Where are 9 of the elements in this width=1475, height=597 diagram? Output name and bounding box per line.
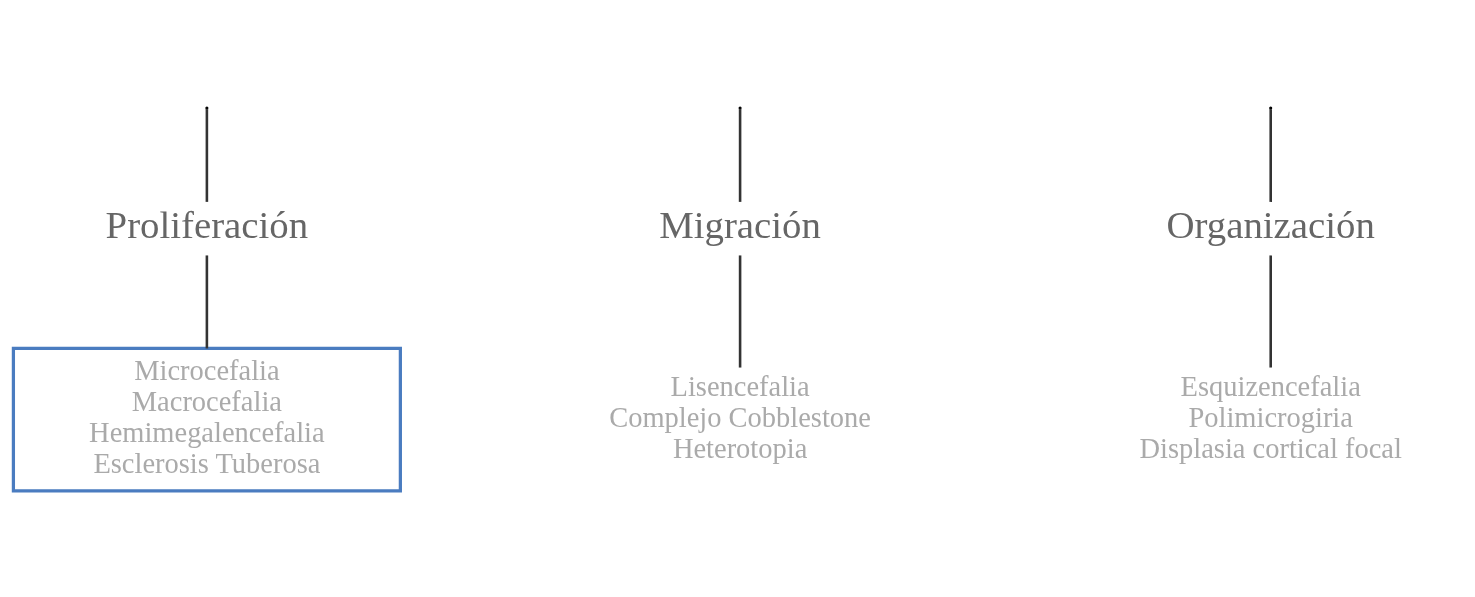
node-text: Esquizencefalia Polimicrogiria Displasia cortical focal: [1139, 370, 1402, 464]
connector: [1269, 254, 1272, 368]
node-text: Lisencefalia Complejo Cobblestone Heterotopia: [609, 370, 871, 464]
node-box: Microcefalia Macrocefalia Hemimegalencefalia Esclerosis Tuberosa: [11, 346, 402, 492]
node-text: Proliferación: [105, 202, 309, 246]
connector: [205, 254, 209, 348]
node-text: Organización: [1166, 202, 1375, 246]
connector: [738, 254, 742, 368]
node-text: Migración: [659, 202, 821, 246]
